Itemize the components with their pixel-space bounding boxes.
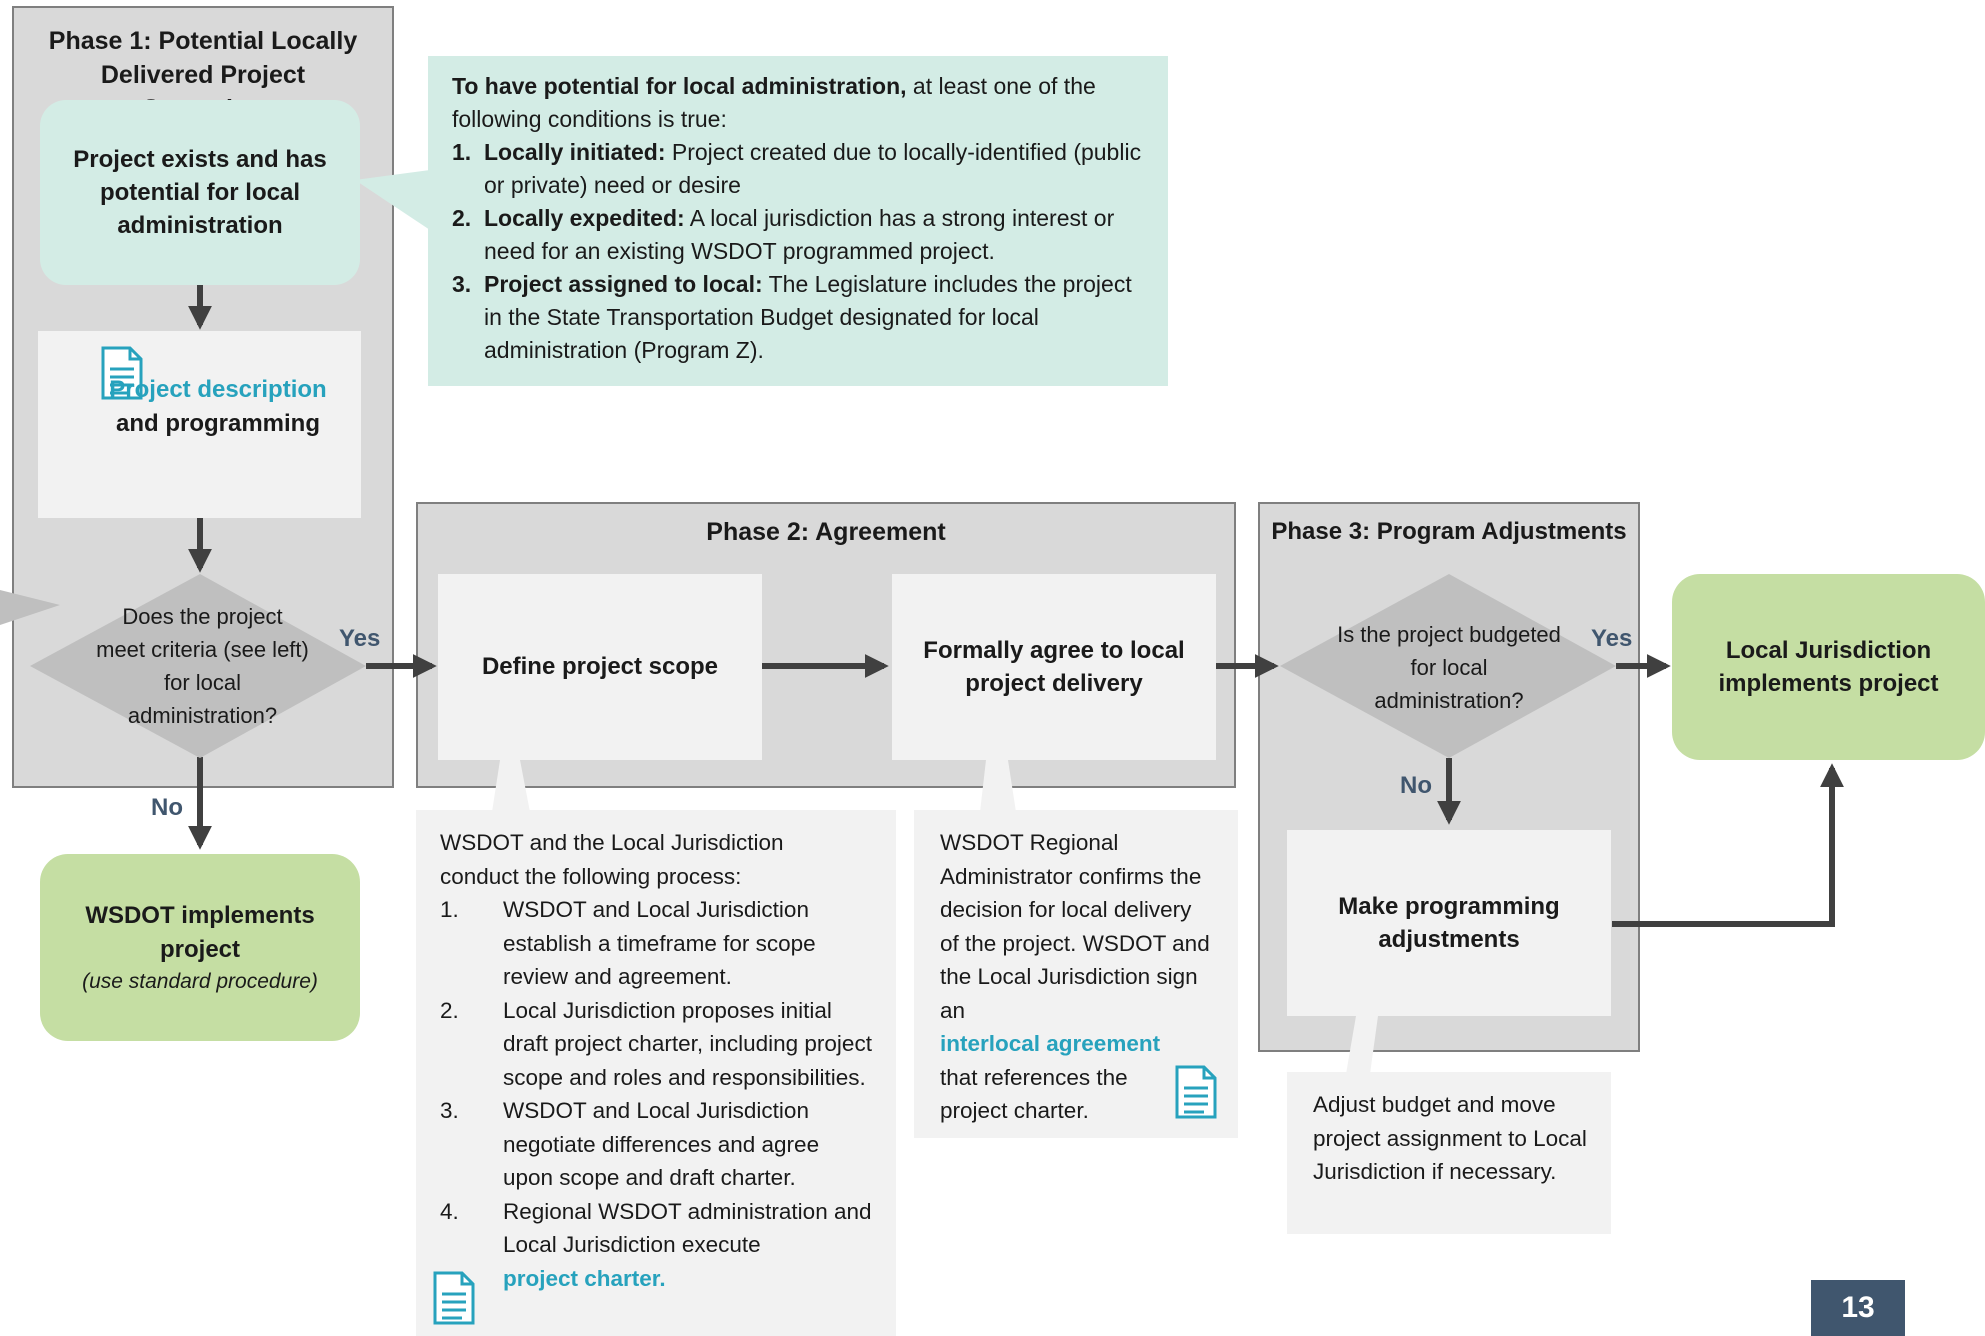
criteria-item: 2.Locally expedited: A local jurisdictio…: [452, 205, 1115, 264]
phase1-decision-label: Does the project meet criteria (see left…: [96, 604, 309, 728]
phase1-no-label: No: [151, 794, 183, 821]
scope-process-note: WSDOT and the Local Jurisdiction conduct…: [416, 810, 896, 1336]
phase3-title: Phase 3: Program Adjustments: [1271, 518, 1627, 545]
list-item: 1.WSDOT and Local Jurisdiction establish…: [440, 897, 816, 989]
decision-diamond-phase3: [1280, 574, 1616, 758]
list-item: 2.Local Jurisdiction proposes initial dr…: [440, 997, 872, 1090]
document-icon[interactable]: [1174, 1064, 1218, 1120]
wsdot-implements-box: WSDOT implements project (use standard p…: [40, 854, 360, 1041]
document-icon[interactable]: [432, 1270, 476, 1326]
scope-note-intro: WSDOT and the Local Jurisdiction conduct…: [440, 830, 784, 889]
phase3-decision-label: Is the project budgeted for local admini…: [1337, 621, 1561, 713]
phase2-title: Phase 2: Agreement: [706, 518, 946, 546]
adjust-note-pointer: [1346, 1016, 1378, 1074]
description-box: Project description and programming: [38, 331, 361, 518]
decision-diamond-phase1: [30, 574, 366, 758]
project-description-link[interactable]: Project description: [109, 376, 327, 403]
list-item: 3.WSDOT and Local Jurisdiction negotiate…: [440, 1098, 820, 1190]
scope-process-list: 1.WSDOT and Local Jurisdiction establish…: [440, 893, 872, 1295]
start-box: Project exists and has potential for loc…: [40, 100, 360, 285]
programming-adjust-box: Make programming adjustments: [1287, 830, 1611, 1016]
criteria-intro: To have potential for local administrati…: [452, 73, 1096, 132]
wsdot-implements-title: WSDOT implements project: [85, 901, 315, 963]
page-number: 13: [1841, 1291, 1875, 1324]
agree-note-text-after: that references the project charter.: [940, 1064, 1128, 1124]
page-number-badge: 13: [1811, 1280, 1905, 1336]
formal-agree-box: Formally agree to local project delivery: [892, 574, 1216, 760]
project-charter-link[interactable]: project charter.: [503, 1265, 666, 1291]
phase3-yes-label: Yes: [1591, 625, 1633, 652]
criteria-list: 1.Locally initiated: Project created due…: [452, 136, 1144, 367]
adjust-note-text: Adjust budget and move project assignmen…: [1313, 1092, 1587, 1184]
define-scope-box: Define project scope: [438, 574, 762, 760]
criteria-callout-pointer: [355, 170, 430, 230]
agree-note: WSDOT Regional Administrator confirms th…: [914, 810, 1238, 1138]
formal-agree-label: Formally agree to local project delivery: [923, 637, 1185, 697]
criteria-callout: To have potential for local administrati…: [428, 56, 1168, 386]
local-implements-box: Local Jurisdiction implements project: [1672, 574, 1985, 760]
local-implements-label: Local Jurisdiction implements project: [1718, 637, 1939, 697]
scope-note-pointer: [492, 760, 530, 812]
list-item: 4.Regional WSDOT administration and Loca…: [440, 1195, 872, 1296]
criteria-item: 3.Project assigned to local: The Legisla…: [452, 271, 1132, 363]
interlocal-agreement-link[interactable]: interlocal agreement: [940, 1031, 1161, 1056]
description-text: Project description and programming: [78, 373, 328, 441]
adjust-note: Adjust budget and move project assignmen…: [1287, 1072, 1611, 1234]
agree-note-pointer: [980, 760, 1016, 812]
define-scope-label: Define project scope: [481, 653, 719, 680]
left-callout-pointer: [0, 590, 60, 625]
document-icon[interactable]: [100, 345, 144, 401]
phase3-no-label: No: [1400, 772, 1432, 799]
wsdot-implements-note: (use standard procedure): [82, 969, 318, 993]
agree-note-text: WSDOT Regional Administrator confirms th…: [940, 830, 1210, 1023]
programming-adjust-label: Make programming adjustments: [1338, 893, 1560, 953]
criteria-item: 1.Locally initiated: Project created due…: [452, 139, 1142, 198]
description-rest: and programming: [115, 410, 320, 437]
start-box-label: Project exists and has potential for loc…: [73, 146, 327, 239]
phase1-yes-label: Yes: [339, 625, 381, 652]
